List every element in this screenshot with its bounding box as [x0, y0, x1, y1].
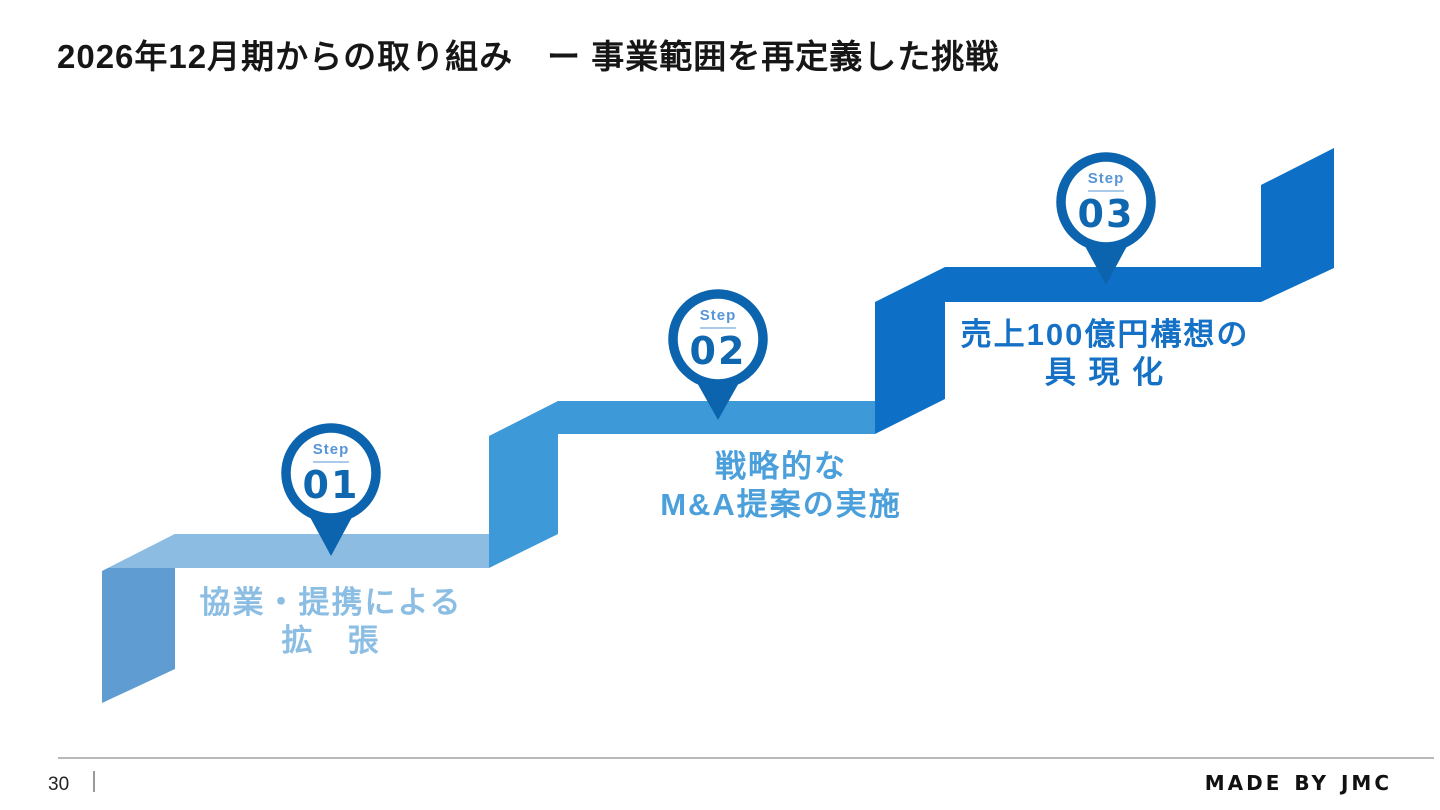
- band-step-3: [945, 267, 1261, 302]
- step-caption-3-line-1: 売上100億円構想の: [960, 317, 1250, 352]
- page-number: 30: [48, 774, 70, 795]
- page-title: 2026年12月期からの取り組み ー 事業範囲を再定義した挑戦: [57, 38, 1000, 75]
- band-step-1: [102, 534, 489, 571]
- step-pin-2: [668, 289, 768, 420]
- step-pin-1: [281, 423, 381, 556]
- step-pin-3: [1056, 152, 1156, 285]
- step-pin-text-2: Step 02: [658, 308, 778, 370]
- brand-logo: MADE BY JMC: [1204, 771, 1392, 795]
- band-step-2: [558, 401, 875, 434]
- step-pin-text-1: Step 01: [271, 442, 391, 504]
- step-caption-2-line-2: M&A提案の実施: [660, 487, 902, 522]
- step-caption-1: 協業・提携による 拡 張: [199, 584, 462, 660]
- pin-circle-2: [668, 289, 768, 389]
- step-pin-text-3: Step 03: [1046, 171, 1166, 233]
- step-caption-3: 売上100億円構想の 具 現 化: [961, 316, 1250, 392]
- pin-circle-3: [1056, 152, 1156, 252]
- riser-step-2-3: [875, 267, 945, 434]
- step-word-1: Step: [312, 441, 350, 458]
- step-caption-2: 戦略的な M&A提案の実施: [660, 448, 902, 524]
- footer-divider-line: [58, 757, 1434, 759]
- step-number-3: 03: [1077, 192, 1135, 236]
- step-number-2: 02: [689, 329, 747, 373]
- step-underline-3: [1088, 190, 1124, 192]
- riser-step-1-2: [489, 401, 558, 568]
- step-underline-2: [700, 327, 736, 329]
- ribbon-tail-right: [1261, 148, 1334, 302]
- step-number-1: 01: [302, 463, 360, 507]
- pin-circle-1: [281, 423, 381, 523]
- ribbon-tail-left: [102, 534, 175, 703]
- step-underline-1: [313, 461, 349, 463]
- step-word-3: Step: [1087, 170, 1125, 187]
- step-caption-3-line-2: 具 現 化: [1044, 355, 1166, 390]
- step-caption-2-line-1: 戦略的な: [714, 449, 847, 484]
- step-caption-1-line-2: 拡 張: [281, 623, 381, 658]
- step-caption-1-line-1: 協業・提携による: [199, 585, 463, 620]
- page-number-divider: [93, 771, 95, 792]
- step-word-2: Step: [699, 307, 737, 324]
